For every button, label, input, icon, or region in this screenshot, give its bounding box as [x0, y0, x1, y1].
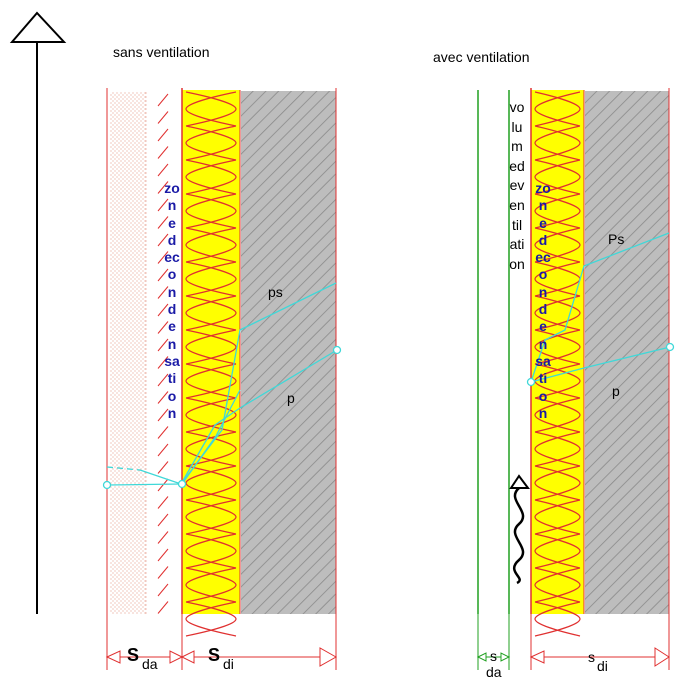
- right-panel-title: avec ventilation: [433, 49, 530, 65]
- p-curve-dashed: [106, 466, 141, 471]
- right-s-di-label: sdi: [588, 649, 608, 674]
- p-curve-lower: [106, 483, 182, 486]
- ps-curve: [530, 232, 670, 383]
- ventilation-volume-label: volumedeventilation: [509, 99, 525, 272]
- p-curve: [180, 349, 338, 485]
- subscript-di: di: [223, 656, 234, 672]
- s-letter: s: [490, 648, 497, 664]
- curve-point: [665, 342, 675, 352]
- s-letter: S: [208, 645, 221, 665]
- s-letter: s: [588, 649, 595, 665]
- right-s-da-sub: da: [486, 664, 502, 680]
- right-dimension-lines: [476, 614, 670, 670]
- left-wall-section: [106, 88, 337, 637]
- render-layer: [110, 92, 146, 614]
- left-panel-title: sans ventilation: [113, 44, 210, 60]
- left-pressure-curves: [102, 282, 342, 490]
- curve-point: [332, 345, 342, 355]
- airflow-arrow: [509, 474, 530, 585]
- insulation-pattern: [185, 91, 237, 637]
- subscript-di: di: [597, 658, 608, 674]
- right-condensation-zone-label: zonedecondensation: [535, 180, 551, 421]
- left-p-label: p: [287, 390, 295, 406]
- right-wall-section: [477, 88, 670, 637]
- right-ps-label: Ps: [608, 231, 625, 247]
- right-s-da-label: s: [490, 648, 497, 666]
- left-dimension-lines: [105, 614, 338, 670]
- curve-point: [177, 479, 187, 489]
- right-p-label: p: [612, 383, 620, 399]
- curve-link: [139, 469, 182, 485]
- left-ps-label: ps: [268, 284, 283, 300]
- height-axis-arrow: [9, 11, 67, 614]
- masonry-wall: [585, 91, 669, 614]
- masonry-wall: [241, 91, 336, 614]
- curve-point: [526, 377, 536, 387]
- curve-link-2: [181, 389, 241, 485]
- curve-point: [102, 480, 112, 490]
- s-letter: S: [127, 645, 140, 665]
- subscript-da: da: [142, 656, 158, 672]
- right-pressure-curves: [526, 232, 675, 387]
- left-condensation-zone-label: zonedecondensation: [164, 180, 180, 421]
- p-curve: [530, 346, 671, 383]
- air-gap-ticks: [157, 93, 169, 614]
